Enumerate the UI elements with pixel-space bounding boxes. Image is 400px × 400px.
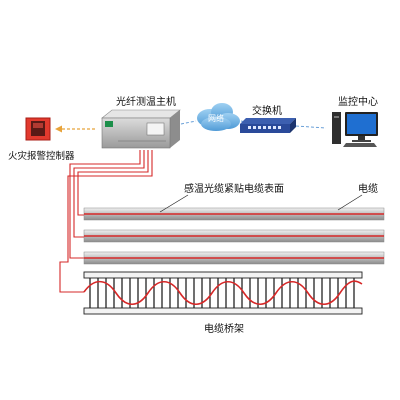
cable-tray-label: 电缆桥架 (204, 322, 244, 335)
cable-leader (337, 194, 363, 211)
switch-label: 交换机 (252, 104, 282, 117)
network-cloud-icon (197, 103, 240, 131)
cable-tray (83, 271, 363, 315)
alarm-arrow (55, 125, 95, 133)
cable-label: 电缆 (358, 182, 378, 195)
host-device-icon (101, 109, 181, 149)
cable-row-3 (83, 251, 385, 265)
sensing-fiber-leader (159, 194, 189, 213)
monitor-center-icon (332, 112, 378, 147)
switch-device-icon (240, 118, 296, 133)
sensing-fiber-label: 感温光缆紧贴电缆表面 (184, 182, 284, 195)
fire-alarm-controller-icon (25, 117, 51, 141)
tray-sensing-fiber (83, 280, 363, 306)
network-label: 网络 (208, 113, 224, 123)
monitor-center-label: 监控中心 (338, 95, 378, 108)
fire-alarm-controller-label: 火灾报警控制器 (8, 150, 75, 162)
host-label: 光纤测温主机 (116, 95, 176, 108)
fiber-leads (59, 150, 153, 293)
cable-row-1 (83, 207, 385, 221)
cable-row-2 (83, 229, 385, 243)
